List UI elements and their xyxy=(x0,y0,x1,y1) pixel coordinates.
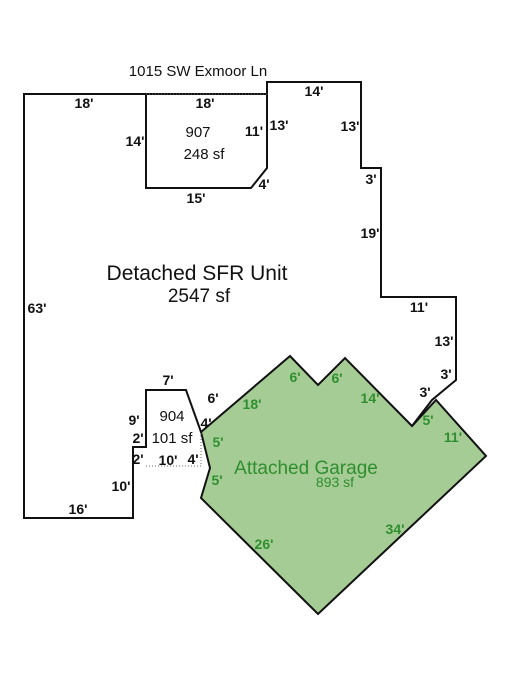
area-904-sf: 101 sf xyxy=(152,430,194,447)
area-907-code: 907 xyxy=(185,124,210,141)
dim-main-right-11: 11' xyxy=(410,299,428,315)
dim-main-left-step-2: 2' xyxy=(132,451,143,467)
dim-main-left-step-10: 10' xyxy=(112,478,131,494)
garage-sf: 893 sf xyxy=(316,474,354,490)
dim-garage-5a: 5' xyxy=(212,434,223,450)
dim-main-right-3b: 3' xyxy=(440,366,451,382)
dim-907-left: 14' xyxy=(126,133,145,149)
main-house-outline xyxy=(23,81,457,519)
area-904-dotted-edge xyxy=(146,432,202,467)
dim-main-top-left: 18' xyxy=(75,95,94,111)
dim-907-top: 18' xyxy=(196,95,215,111)
attached-garage-shape xyxy=(199,354,488,616)
area-904-code: 904 xyxy=(159,408,184,425)
dim-garage-11: 11' xyxy=(444,429,462,445)
dim-904-left: 2' xyxy=(132,430,143,446)
dim-main-left-step-9: 9' xyxy=(128,412,139,428)
dim-garage-18: 18' xyxy=(243,396,262,412)
dim-main-right-13a: 13' xyxy=(341,118,360,134)
dim-main-right-19: 19' xyxy=(361,225,380,241)
dim-907-corner: 4' xyxy=(258,176,269,192)
address-label: 1015 SW Exmoor Ln xyxy=(129,63,267,80)
dim-main-right-3c: 3' xyxy=(419,384,430,400)
garage-name: Attached Garage xyxy=(234,458,378,479)
dim-garage-5-right: 5' xyxy=(422,412,433,428)
area-907-sf: 248 sf xyxy=(184,146,226,163)
dim-garage-6a: 6' xyxy=(289,369,300,385)
main-area-sf: 2547 sf xyxy=(168,286,231,307)
dim-main-top-right: 14' xyxy=(305,83,324,99)
dim-main-step-4: 4' xyxy=(200,415,211,431)
dim-garage-34: 34' xyxy=(386,521,405,537)
dim-garage-26: 26' xyxy=(255,536,274,552)
dim-main-right-3a: 3' xyxy=(365,171,376,187)
dim-main-step-7: 7' xyxy=(162,372,173,388)
dim-main-left: 63' xyxy=(28,300,47,316)
dim-main-bottom-left: 16' xyxy=(69,501,88,517)
dim-main-right-13b: 13' xyxy=(435,333,454,349)
main-area-name: Detached SFR Unit xyxy=(107,262,288,285)
area-907-outline xyxy=(145,94,268,189)
dim-garage-14: 14' xyxy=(361,390,380,406)
dim-907-right-13: 13' xyxy=(270,117,289,133)
dim-garage-6b: 6' xyxy=(331,370,342,386)
dim-main-step-6: 6' xyxy=(207,390,218,406)
dim-904-bottom: 10' xyxy=(159,452,178,468)
dim-907-bottom: 15' xyxy=(187,190,206,206)
dim-904-right: 4' xyxy=(187,451,198,467)
dim-907-right-11: 11' xyxy=(245,123,263,139)
dim-garage-5b: 5' xyxy=(211,472,222,488)
